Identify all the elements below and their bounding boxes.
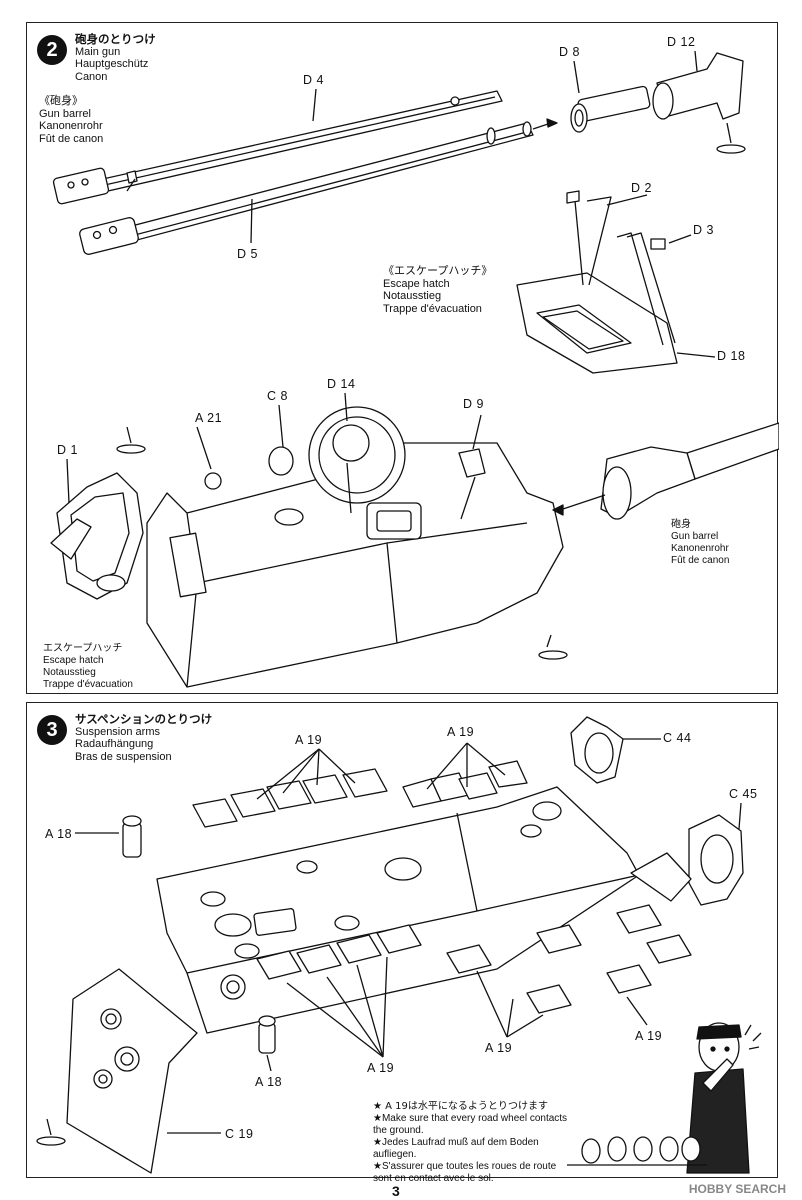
hatch-caption-en: Escape hatch: [383, 277, 450, 290]
barrel-d5: [79, 121, 534, 255]
barrel2-caption-de: Kanonenrohr: [671, 543, 729, 554]
barrel-caption-en: Gun barrel: [39, 107, 91, 120]
alignment-note: ★ A 19は水平になるようとりつけます ★Make sure that eve…: [373, 1101, 571, 1185]
part-label-a19-bottom: A 19: [367, 1061, 395, 1075]
step2-title-de: Hauptgeschütz: [75, 58, 149, 70]
part-label-d12: D 12: [667, 35, 696, 49]
part-c45: [630, 802, 744, 906]
barrel-caption: 《砲身》 Gun barrel Kanonenrohr Fût de canon: [39, 94, 104, 145]
alignment-note-jp: ★ A 19は水平になるようとりつけます: [373, 1101, 548, 1112]
part-label-c8: C 8: [267, 389, 288, 403]
barrel2-caption-en: Gun barrel: [671, 531, 719, 542]
part-label-c45: C 45: [729, 787, 758, 801]
barrel-caption-fr: Fût de canon: [39, 132, 104, 145]
escape-hatch-assembly: [516, 190, 716, 374]
alignment-note-fr: ★S'assurer que toutes les roues de route…: [373, 1161, 557, 1184]
part-label-c44: C 44: [663, 731, 692, 745]
turret: [146, 392, 564, 688]
step2-title-en: Main gun: [75, 45, 121, 58]
barrel-d4: [52, 90, 503, 205]
part-a18-bottom: [258, 1015, 276, 1072]
hull-bottom: [156, 786, 640, 1034]
step2-title-jp: 砲身のとりつけ: [75, 32, 156, 46]
part-label-a21: A 21: [195, 411, 223, 425]
gun-barrel-right: [538, 422, 779, 660]
alignment-note-en: ★Make sure that every road wheel contact…: [373, 1113, 568, 1136]
step3-panel: 3 サスペンションのとりつけ Suspension arms Radaufhän…: [26, 702, 778, 1184]
step2-badge: 2: [37, 35, 67, 65]
part-label-d2: D 2: [631, 181, 652, 195]
step2-drawing: [50, 50, 779, 688]
part-d8: [570, 60, 651, 133]
part-label-a19-right: A 19: [635, 1029, 663, 1043]
step3-badge: 3: [37, 715, 67, 745]
step3-title-de: Radaufhängung: [75, 738, 154, 750]
barrel2-caption: 砲身 Gun barrel Kanonenrohr Fût de canon: [671, 519, 729, 567]
part-c44: [570, 716, 661, 784]
side-hatch-d1: [50, 426, 146, 600]
step3-drawing: [36, 716, 762, 1174]
hatch2-caption-fr: Trappe d'évacuation: [43, 679, 133, 690]
step3-title-fr: Bras de suspension: [75, 750, 172, 763]
part-label-d5: D 5: [237, 247, 258, 261]
barrel2-caption-jp: 砲身: [671, 519, 691, 530]
hatch2-caption-en: Escape hatch: [43, 655, 104, 666]
a19-arms-lower: [256, 904, 692, 1058]
part-label-a18-top: A 18: [45, 827, 73, 841]
step2-panel: 2 砲身のとりつけ Main gun Hauptgeschütz Canon 《…: [26, 22, 779, 694]
part-label-a19-top-right: A 19: [447, 725, 475, 739]
rear-plate-c19: [36, 968, 221, 1174]
part-label-d3: D 3: [693, 223, 714, 237]
part-label-d18: D 18: [717, 349, 746, 363]
part-label-a19-mid: A 19: [485, 1041, 513, 1055]
hatch-caption-de: Notausstieg: [383, 290, 442, 302]
barrel2-caption-fr: Fût de canon: [671, 555, 730, 566]
hatch2-caption-jp: エスケープハッチ: [43, 643, 123, 654]
hatch-caption: 《エスケープハッチ》 Escape hatch Notausstieg Trap…: [383, 264, 493, 315]
part-label-d9: D 9: [463, 397, 484, 411]
hatch-caption-jp: 《エスケープハッチ》: [383, 264, 493, 277]
step2-title: 砲身のとりつけ Main gun Hauptgeschütz Canon: [75, 33, 156, 83]
watermark: HOBBY SEARCH: [688, 1182, 786, 1196]
hatch2-caption-de: Notausstieg: [43, 667, 96, 678]
step3-title-jp: サスペンションのとりつけ: [75, 712, 213, 726]
hatch2-caption: エスケープハッチ Escape hatch Notausstieg Trappe…: [43, 643, 133, 691]
step2-title-fr: Canon: [75, 70, 108, 83]
part-a18-top: [75, 815, 142, 858]
step3-title: サスペンションのとりつけ Suspension arms Radaufhängu…: [75, 713, 212, 763]
barrel-caption-jp: 《砲身》: [39, 94, 83, 107]
hatch-caption-fr: Trappe d'évacuation: [383, 302, 482, 315]
cartoon-soldier: [686, 1022, 762, 1174]
step3-title-en: Suspension arms: [75, 725, 160, 738]
part-label-d14: D 14: [327, 377, 356, 391]
part-label-d4: D 4: [303, 73, 324, 87]
a19-arms-upper: [192, 742, 528, 828]
part-label-c19: C 19: [225, 1127, 254, 1141]
part-label-a18-bottom: A 18: [255, 1075, 283, 1089]
part-label-a19-top-left: A 19: [295, 733, 323, 747]
part-d12: [652, 50, 746, 154]
page-number: 3: [392, 1183, 400, 1199]
alignment-note-de: ★Jedes Laufrad muß auf dem Boden auflieg…: [373, 1137, 539, 1160]
part-label-d8: D 8: [559, 45, 580, 59]
part-label-d1: D 1: [57, 443, 78, 457]
barrel-caption-de: Kanonenrohr: [39, 120, 103, 132]
road-wheels-illustration: [567, 1136, 707, 1166]
